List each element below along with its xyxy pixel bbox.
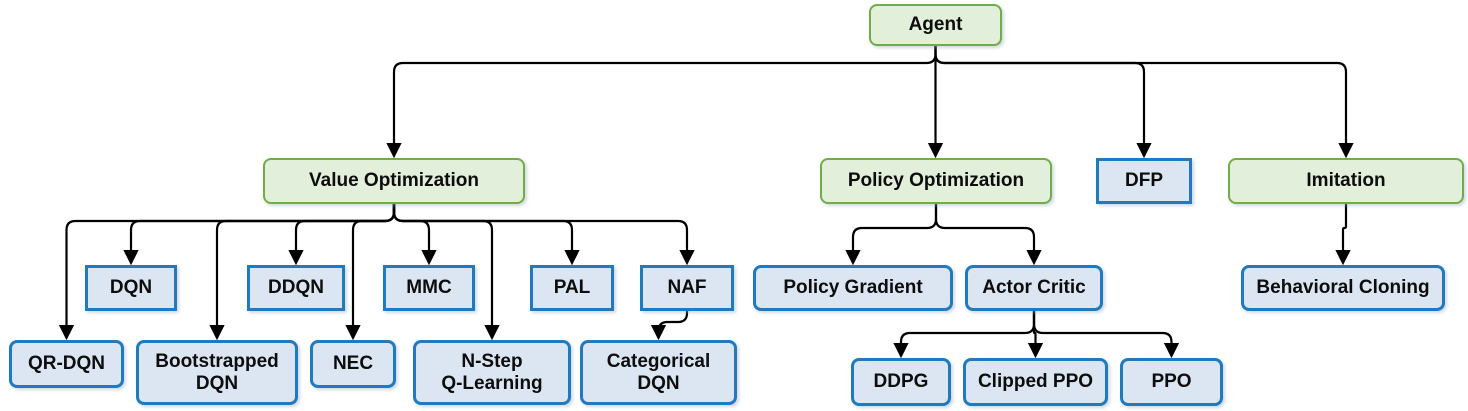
- node-label-ppo: PPO: [1151, 371, 1192, 393]
- edge-value-opt-to-naf: [392, 204, 695, 266]
- node-label-value-opt: Value Optimization: [309, 170, 479, 192]
- edge-ac-to-ddpg: [893, 311, 1036, 359]
- edge-value-opt-to-pal: [392, 204, 580, 266]
- node-label-clipped: Clipped PPO: [977, 371, 1094, 393]
- edge-value-opt-to-dqn: [123, 204, 396, 266]
- node-policy-opt[interactable]: Policy Optimization: [820, 158, 1052, 204]
- edge-imitation-to-bc: [1335, 204, 1351, 266]
- edge-policy-opt-to-ac: [934, 204, 1042, 266]
- edge-agent-to-imitation: [934, 46, 1354, 159]
- node-label-pal: PAL: [553, 277, 591, 299]
- node-mmc[interactable]: MMC: [383, 265, 475, 311]
- node-imitation[interactable]: Imitation: [1228, 158, 1464, 204]
- node-boot-dqn[interactable]: Bootstrapped DQN: [136, 340, 298, 405]
- edge-ac-to-clipped: [1027, 311, 1044, 359]
- node-pal[interactable]: PAL: [530, 265, 614, 311]
- edge-naf-to-cat-dqn: [650, 311, 689, 341]
- node-label-dqn: DQN: [109, 277, 153, 299]
- node-label-mmc: MMC: [406, 277, 452, 299]
- node-label-pg: Policy Gradient: [783, 277, 923, 299]
- edge-policy-opt-to-pg: [845, 204, 938, 266]
- node-label-agent: Agent: [908, 14, 963, 36]
- node-label-cat-dqn: Categorical DQN: [606, 350, 711, 394]
- edge-agent-to-value-opt: [386, 46, 937, 159]
- node-pg[interactable]: Policy Gradient: [753, 265, 953, 311]
- node-value-opt[interactable]: Value Optimization: [263, 158, 525, 204]
- node-label-ac: Actor Critic: [982, 277, 1086, 299]
- node-ppo[interactable]: PPO: [1120, 358, 1223, 406]
- node-label-imitation: Imitation: [1306, 170, 1386, 192]
- node-cat-dqn[interactable]: Categorical DQN: [580, 340, 737, 405]
- node-nstep[interactable]: N-Step Q-Learning: [413, 340, 571, 405]
- node-clipped[interactable]: Clipped PPO: [963, 358, 1108, 406]
- edge-value-opt-to-mmc: [392, 204, 437, 266]
- node-label-nstep: N-Step Q-Learning: [441, 350, 543, 394]
- node-label-ddqn: DDQN: [268, 277, 324, 299]
- node-ddqn[interactable]: DDQN: [247, 265, 345, 311]
- node-label-dfp: DFP: [1125, 170, 1163, 192]
- edge-value-opt-to-nstep: [392, 204, 500, 341]
- node-label-policy-opt: Policy Optimization: [847, 170, 1025, 192]
- node-nec[interactable]: NEC: [310, 340, 396, 388]
- edge-ac-to-ppo: [1032, 311, 1180, 359]
- node-qr-dqn[interactable]: QR-DQN: [9, 340, 124, 388]
- edge-value-opt-to-ddqn: [288, 204, 396, 266]
- node-ddpg[interactable]: DDPG: [851, 358, 951, 406]
- node-label-ddpg: DDPG: [873, 371, 929, 393]
- node-dqn[interactable]: DQN: [85, 265, 177, 311]
- node-ac[interactable]: Actor Critic: [965, 265, 1103, 311]
- node-label-qr-dqn: QR-DQN: [27, 353, 106, 375]
- node-label-naf: NAF: [667, 277, 707, 299]
- node-label-bc: Behavioral Cloning: [1256, 277, 1430, 299]
- node-bc[interactable]: Behavioral Cloning: [1241, 265, 1445, 311]
- node-agent[interactable]: Agent: [869, 4, 1002, 46]
- node-naf[interactable]: NAF: [640, 265, 734, 311]
- node-label-nec: NEC: [332, 353, 374, 375]
- node-dfp[interactable]: DFP: [1096, 158, 1192, 204]
- node-label-boot-dqn: Bootstrapped DQN: [155, 350, 279, 394]
